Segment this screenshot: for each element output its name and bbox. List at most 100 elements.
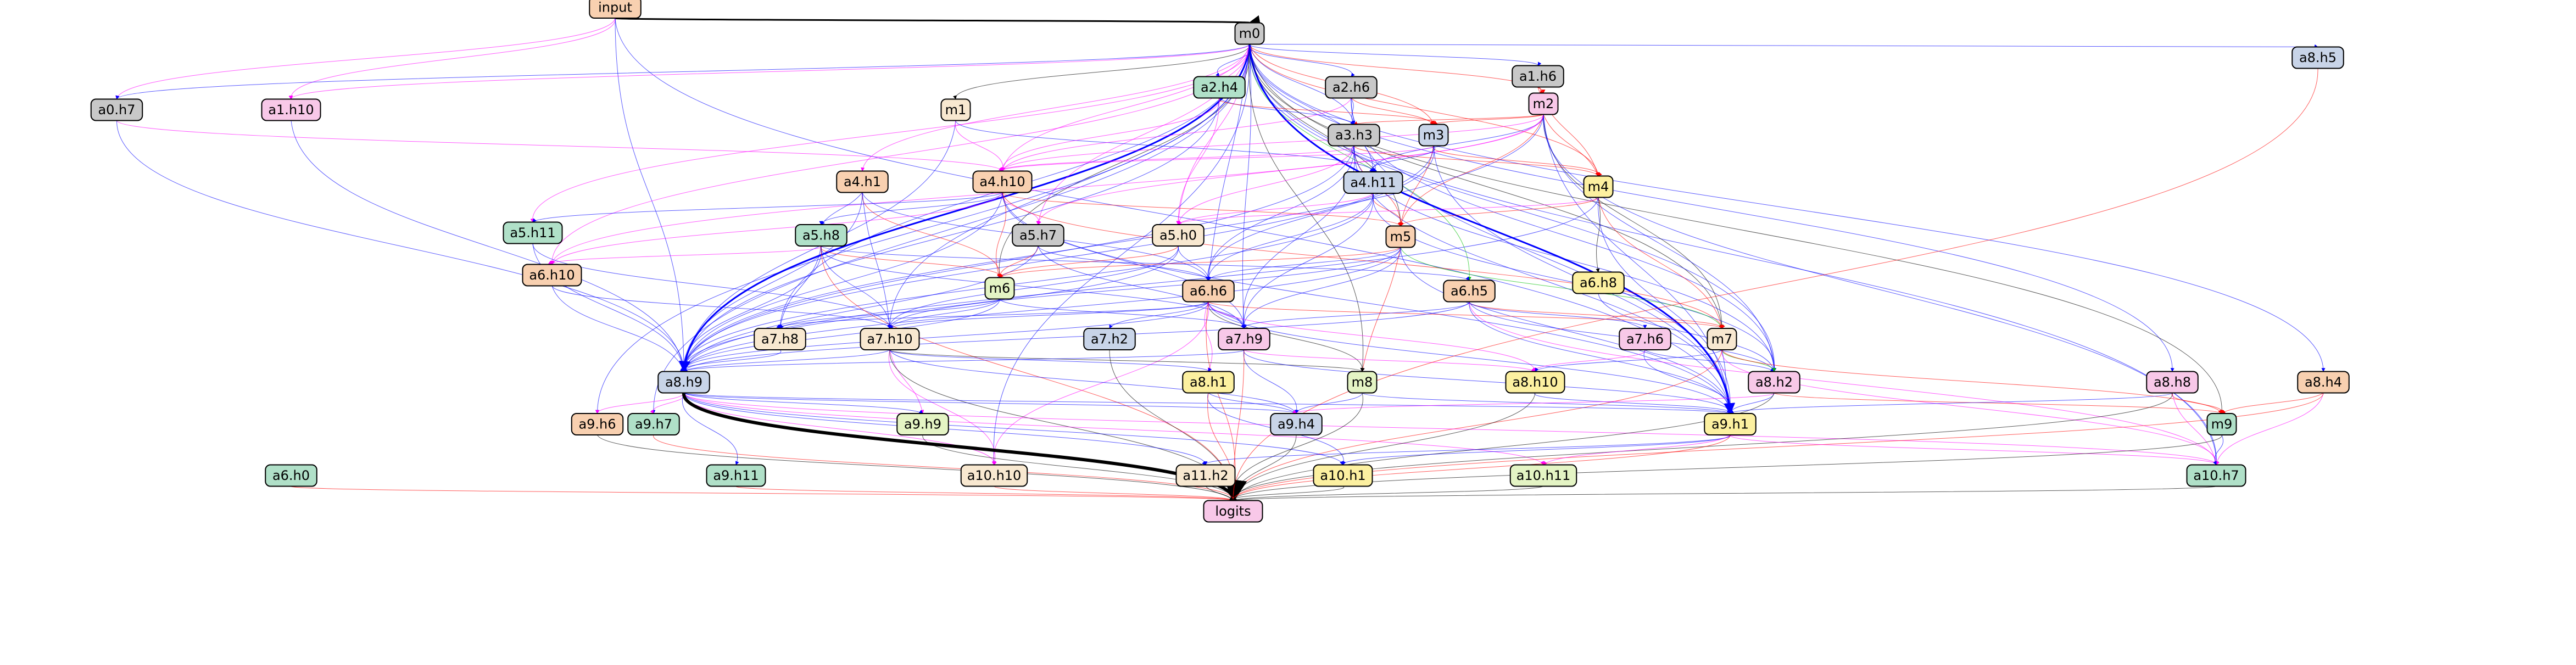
edge-a8.h2-to-m9 xyxy=(1774,393,2222,414)
edge-a6.h5-to-a7.h6 xyxy=(1469,301,1647,329)
edge-a6.h6-to-a8.h10 xyxy=(1208,301,1537,372)
node-a10.h11[interactable]: a10.h11 xyxy=(1509,464,1577,487)
node-a8.h4[interactable]: a8.h4 xyxy=(2297,371,2350,394)
edge-a2.h4-to-a3.h3 xyxy=(1219,98,1354,125)
node-a2.h6[interactable]: a2.h6 xyxy=(1325,76,1378,99)
node-a7.h2[interactable]: a7.h2 xyxy=(1083,328,1136,350)
node-a8.h2[interactable]: a8.h2 xyxy=(1748,371,1800,394)
node-input[interactable]: input xyxy=(589,0,642,19)
node-a7.h8[interactable]: a7.h8 xyxy=(754,328,806,350)
node-logits[interactable]: logits xyxy=(1203,500,1263,523)
node-box xyxy=(1182,280,1235,303)
edge-m2-to-a3.h3 xyxy=(1353,114,1544,125)
node-m4[interactable]: m4 xyxy=(1583,175,1614,198)
edge-m5-to-a8.h9 xyxy=(682,247,1401,372)
node-box xyxy=(984,277,1015,300)
edge-a2.h4-to-a5.h0 xyxy=(1176,98,1220,225)
node-label: a8.h2 xyxy=(1755,375,1793,390)
edge-a4.h11-to-a8.h9 xyxy=(681,193,1374,372)
node-a10.h7[interactable]: a10.h7 xyxy=(2186,464,2246,487)
node-box xyxy=(1619,328,1671,350)
node-a3.h3[interactable]: a3.h3 xyxy=(1328,124,1380,147)
node-a1.h6[interactable]: a1.h6 xyxy=(1512,65,1564,88)
node-label: a5.h0 xyxy=(1159,228,1197,243)
edge-a8.h9-to-a9.h7 xyxy=(650,393,685,414)
node-m1[interactable]: m1 xyxy=(940,98,971,121)
node-a5.h0[interactable]: a5.h0 xyxy=(1152,224,1205,247)
node-a5.h11[interactable]: a5.h11 xyxy=(503,221,563,244)
node-label: a9.h11 xyxy=(713,468,759,483)
node-label: a6.h6 xyxy=(1190,283,1227,299)
edge-a7.h9-to-a8.h10 xyxy=(1244,349,1536,372)
node-label: a8.h10 xyxy=(1512,375,1558,390)
node-a6.h0[interactable]: a6.h0 xyxy=(265,464,317,487)
edge-m7-to-a9.h1 xyxy=(1721,349,1732,414)
node-a9.h4[interactable]: a9.h4 xyxy=(1270,413,1323,435)
node-box xyxy=(589,0,642,19)
node-m6[interactable]: m6 xyxy=(984,277,1015,300)
node-a11.h2[interactable]: a11.h2 xyxy=(1175,464,1236,487)
node-a9.h11[interactable]: a9.h11 xyxy=(706,464,766,487)
node-a8.h5[interactable]: a8.h5 xyxy=(2291,46,2344,69)
node-m9[interactable]: m9 xyxy=(2206,413,2237,435)
edge-input-to-a1.h10 xyxy=(288,18,616,100)
node-a7.h6[interactable]: a7.h6 xyxy=(1619,328,1671,350)
node-a1.h10[interactable]: a1.h10 xyxy=(261,98,321,121)
edge-a7.h10-to-a9.h9 xyxy=(889,349,924,414)
edge-a6.h5-to-a7.h9 xyxy=(1241,301,1470,329)
node-m8[interactable]: m8 xyxy=(1347,371,1378,394)
edge-a5.h8-to-a7.h8 xyxy=(778,245,822,329)
node-a5.h8[interactable]: a5.h8 xyxy=(795,224,847,247)
edge-a6.h6-to-m7 xyxy=(1208,301,1722,329)
node-a8.h8[interactable]: a8.h8 xyxy=(2146,371,2199,394)
node-a8.h9[interactable]: a8.h9 xyxy=(657,371,710,394)
edge-a4.h1-to-a7.h10 xyxy=(862,192,891,329)
node-a7.h10[interactable]: a7.h10 xyxy=(860,328,920,350)
edge-a9.h4-to-logits xyxy=(1231,434,1297,501)
node-box xyxy=(571,413,624,435)
edge-m0-to-a1.h6 xyxy=(1249,44,1542,66)
node-a4.h10[interactable]: a4.h10 xyxy=(972,170,1033,193)
node-m3[interactable]: m3 xyxy=(1418,124,1449,147)
node-a6.h5[interactable]: a6.h5 xyxy=(1443,280,1496,303)
node-a6.h8[interactable]: a6.h8 xyxy=(1572,271,1625,294)
node-a9.h7[interactable]: a9.h7 xyxy=(627,413,680,435)
node-a8.h1[interactable]: a8.h1 xyxy=(1182,371,1235,394)
node-a8.h10[interactable]: a8.h10 xyxy=(1505,371,1565,394)
node-box xyxy=(1572,271,1625,294)
node-a10.h1[interactable]: a10.h1 xyxy=(1313,464,1373,487)
node-m7[interactable]: m7 xyxy=(1707,328,1737,350)
node-a4.h1[interactable]: a4.h1 xyxy=(836,170,889,193)
node-a9.h1[interactable]: a9.h1 xyxy=(1704,413,1757,435)
node-m5[interactable]: m5 xyxy=(1385,225,1416,248)
node-a6.h6[interactable]: a6.h6 xyxy=(1182,280,1235,303)
node-a6.h10[interactable]: a6.h10 xyxy=(522,264,582,287)
edge-a8.h9-to-a10.h1 xyxy=(683,393,1345,466)
node-m2[interactable]: m2 xyxy=(1528,92,1559,115)
edge-m3-to-m5 xyxy=(1399,146,1434,227)
node-a0.h7[interactable]: a0.h7 xyxy=(90,98,143,121)
node-box xyxy=(1512,65,1564,88)
edge-a2.h6-to-a9.h1 xyxy=(1351,98,1732,414)
node-box xyxy=(795,224,847,247)
node-a9.h9[interactable]: a9.h9 xyxy=(896,413,949,435)
node-label: a7.h10 xyxy=(867,332,912,347)
edge-a7.h10-to-a9.h4 xyxy=(889,349,1297,414)
node-box xyxy=(657,371,710,394)
edge-m0-to-a5.h11 xyxy=(530,44,1250,223)
node-a4.h11[interactable]: a4.h11 xyxy=(1343,171,1403,194)
edge-a5.h8-to-logits xyxy=(821,245,1235,501)
edge-m4-to-a9.h1 xyxy=(1598,197,1732,414)
edge-m2-to-a9.h1 xyxy=(1543,114,1732,414)
node-m0[interactable]: m0 xyxy=(1234,22,1265,45)
node-a9.h6[interactable]: a9.h6 xyxy=(571,413,624,435)
edge-m9-to-logits xyxy=(1230,434,2222,501)
node-label: m0 xyxy=(1239,26,1261,41)
node-a2.h4[interactable]: a2.h4 xyxy=(1193,76,1246,99)
node-a10.h10[interactable]: a10.h10 xyxy=(960,464,1028,487)
node-a7.h9[interactable]: a7.h9 xyxy=(1218,328,1270,350)
node-label: m7 xyxy=(1711,332,1733,347)
edge-a9.h11-to-logits xyxy=(735,486,1237,501)
edge-m6-to-a7.h9 xyxy=(999,299,1245,329)
node-a5.h7[interactable]: a5.h7 xyxy=(1012,224,1064,247)
